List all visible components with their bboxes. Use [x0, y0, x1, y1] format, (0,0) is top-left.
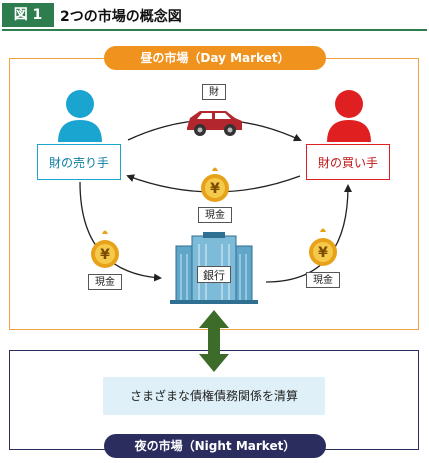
goods-label: 財 — [202, 84, 226, 100]
coin-icon-center: ¥ — [201, 167, 229, 202]
svg-text:¥: ¥ — [100, 247, 110, 263]
settlement-box: さまざまな債権債務関係を清算 — [103, 377, 325, 415]
svg-text:¥: ¥ — [318, 245, 328, 261]
cash-label-left: 現金 — [88, 274, 122, 290]
car-icon — [187, 111, 242, 136]
title-rule — [2, 29, 427, 31]
coin-icon-right: ¥ — [309, 228, 337, 266]
night-market-label: 夜の市場（Night Market） — [104, 434, 326, 458]
cash-label-center: 現金 — [198, 207, 232, 223]
seller-to-bank-arrow — [79, 181, 162, 282]
buyer-label: 財の買い手 — [306, 144, 390, 180]
figure-badge: 図 1 — [2, 3, 54, 27]
svg-text:¥: ¥ — [210, 181, 220, 197]
day-night-link-arrow — [199, 310, 229, 372]
bank-label: 銀行 — [197, 266, 231, 283]
seller-label: 財の売り手 — [37, 144, 121, 180]
seller-person-icon — [58, 90, 102, 142]
figure-title: 2つの市場の概念図 — [60, 9, 182, 25]
bank-to-buyer-arrow — [265, 184, 352, 283]
cash-label-right: 現金 — [306, 272, 340, 288]
buyer-person-icon — [327, 90, 371, 142]
coin-icon-left: ¥ — [91, 230, 119, 268]
day-market-label: 昼の市場（Day Market） — [104, 46, 326, 70]
